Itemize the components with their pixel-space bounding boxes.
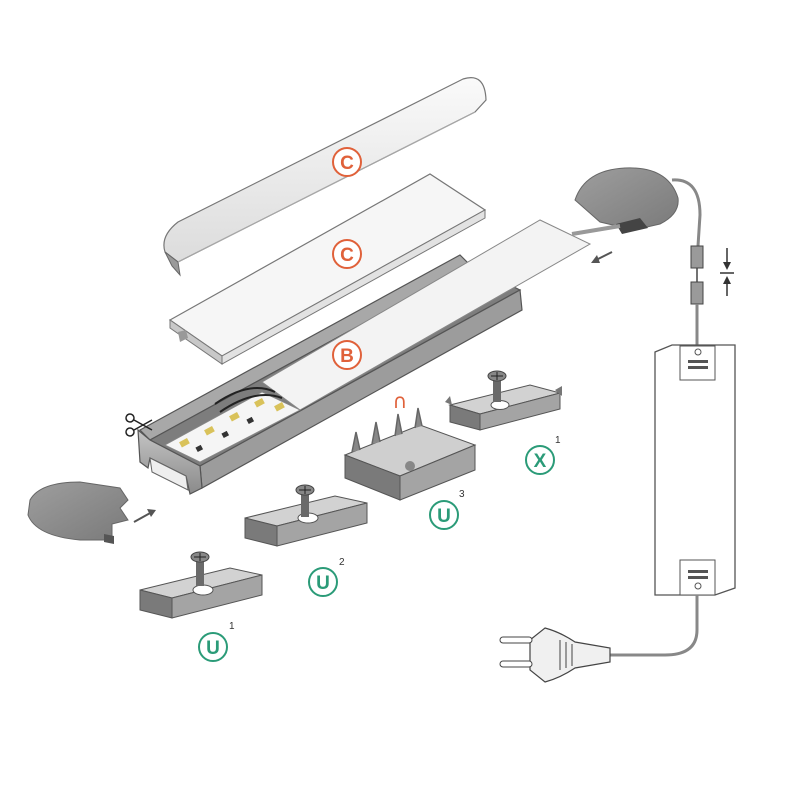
mains-cable	[610, 595, 699, 657]
power-supply-icon	[654, 344, 736, 596]
bridge-symbol: ∩	[393, 389, 408, 413]
plug-icon	[499, 627, 611, 683]
svg-text:C: C	[340, 245, 354, 266]
screw-icon	[190, 551, 210, 586]
end-cap-right	[571, 167, 679, 236]
connect-arrows-icon	[720, 248, 734, 296]
svg-text:1: 1	[555, 435, 561, 446]
svg-text:C: C	[340, 153, 354, 174]
screw-icon	[487, 370, 507, 402]
badge-c-flat: C	[332, 239, 362, 269]
svg-text:U: U	[206, 638, 220, 659]
flat-cover	[168, 173, 487, 365]
end-cap-left	[27, 481, 129, 544]
round-cover	[163, 77, 487, 277]
badge-u1: U 1	[198, 621, 235, 662]
svg-text:B: B	[340, 346, 354, 367]
badge-c-round: C	[332, 147, 362, 177]
badge-x1: X 1	[525, 435, 561, 475]
arrow-icon	[133, 509, 156, 523]
connector-icon	[690, 245, 704, 305]
svg-text:1: 1	[229, 621, 235, 632]
mounting-clip-u2	[244, 484, 368, 547]
svg-text:3: 3	[459, 489, 465, 500]
screw-icon	[295, 484, 315, 517]
svg-text:2: 2	[339, 557, 345, 568]
cable	[671, 178, 702, 247]
svg-text:X: X	[534, 451, 547, 472]
led-chips	[179, 398, 285, 453]
scissors-icon	[125, 413, 153, 437]
arrow-icon	[591, 251, 613, 263]
badge-u2: U 2	[308, 557, 345, 597]
badge-u3: U 3	[429, 489, 465, 530]
mounting-clip-x1	[445, 370, 562, 431]
mounting-clip-u3	[343, 407, 477, 501]
mounting-clip-u1	[139, 551, 263, 619]
svg-text:U: U	[316, 573, 330, 594]
svg-text:U: U	[437, 506, 451, 527]
badge-b-profile: B	[332, 340, 362, 370]
